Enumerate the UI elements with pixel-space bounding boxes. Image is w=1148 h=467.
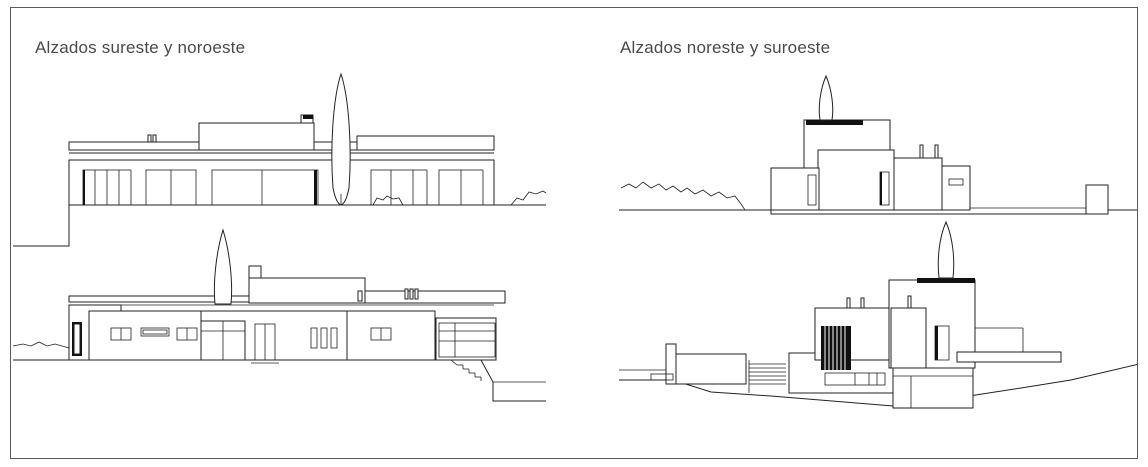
elevation-northeast bbox=[619, 74, 1137, 215]
elevation-southeast bbox=[13, 72, 547, 247]
panel-title-left: Alzados sureste y noroeste bbox=[35, 38, 246, 57]
drawing-sheet: Alzados sureste y noroeste Alzados nores… bbox=[10, 7, 1138, 459]
panel-title-right: Alzados noreste y suroeste bbox=[620, 38, 831, 57]
elevation-northwest bbox=[12, 228, 546, 402]
elevation-southwest bbox=[619, 220, 1137, 409]
elevations-drawing bbox=[12, 72, 1137, 409]
